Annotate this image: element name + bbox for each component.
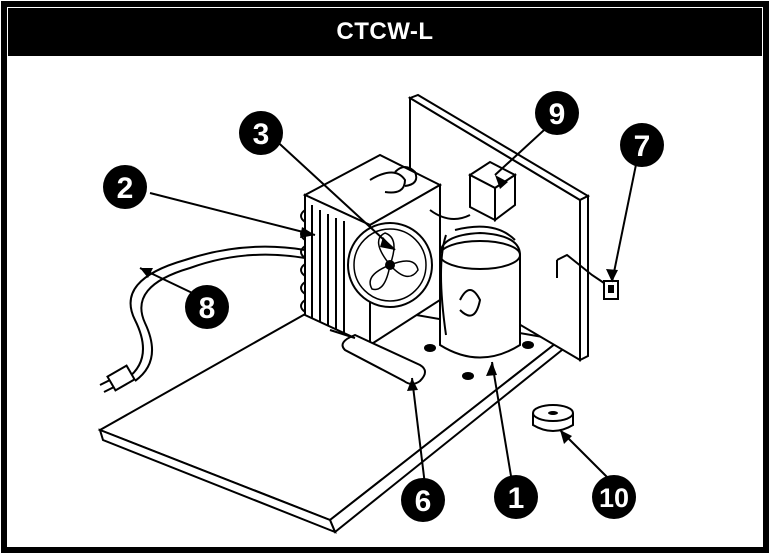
callout-10-label: 10 bbox=[599, 483, 629, 513]
switch bbox=[556, 253, 619, 300]
callout-1-label: 1 bbox=[508, 482, 525, 515]
relay-box bbox=[468, 160, 517, 222]
callout-9: 9 bbox=[535, 91, 579, 135]
rubber-foot bbox=[532, 404, 574, 432]
leader-2 bbox=[149, 192, 316, 236]
callout-8-label: 8 bbox=[199, 292, 216, 325]
leader-arrowheads bbox=[140, 175, 618, 444]
callout-3: 3 bbox=[239, 111, 283, 155]
callout-2: 2 bbox=[103, 165, 147, 209]
callout-10: 10 bbox=[592, 475, 636, 519]
callout-7-label: 7 bbox=[634, 130, 651, 163]
diagram-title: CTCW-L bbox=[336, 18, 434, 45]
callout-6-label: 6 bbox=[415, 485, 432, 518]
compressor bbox=[424, 225, 534, 380]
condenser-assembly bbox=[300, 153, 471, 347]
leader-7 bbox=[611, 144, 641, 283]
back-panel-side bbox=[579, 194, 589, 362]
leader-1 bbox=[491, 361, 513, 483]
title-bar: CTCW-L bbox=[8, 8, 762, 56]
callout-6: 6 bbox=[401, 478, 445, 522]
callout-1: 1 bbox=[494, 475, 538, 519]
leader-6 bbox=[411, 377, 426, 486]
callout-9-label: 9 bbox=[549, 98, 566, 131]
callout-3-label: 3 bbox=[253, 118, 270, 151]
leader-3 bbox=[269, 134, 396, 251]
callout-8: 8 bbox=[185, 285, 229, 329]
power-cord bbox=[99, 245, 306, 393]
base-plate-front-edge bbox=[98, 428, 337, 534]
callout-2-label: 2 bbox=[117, 172, 134, 205]
callout-7: 7 bbox=[620, 123, 664, 167]
